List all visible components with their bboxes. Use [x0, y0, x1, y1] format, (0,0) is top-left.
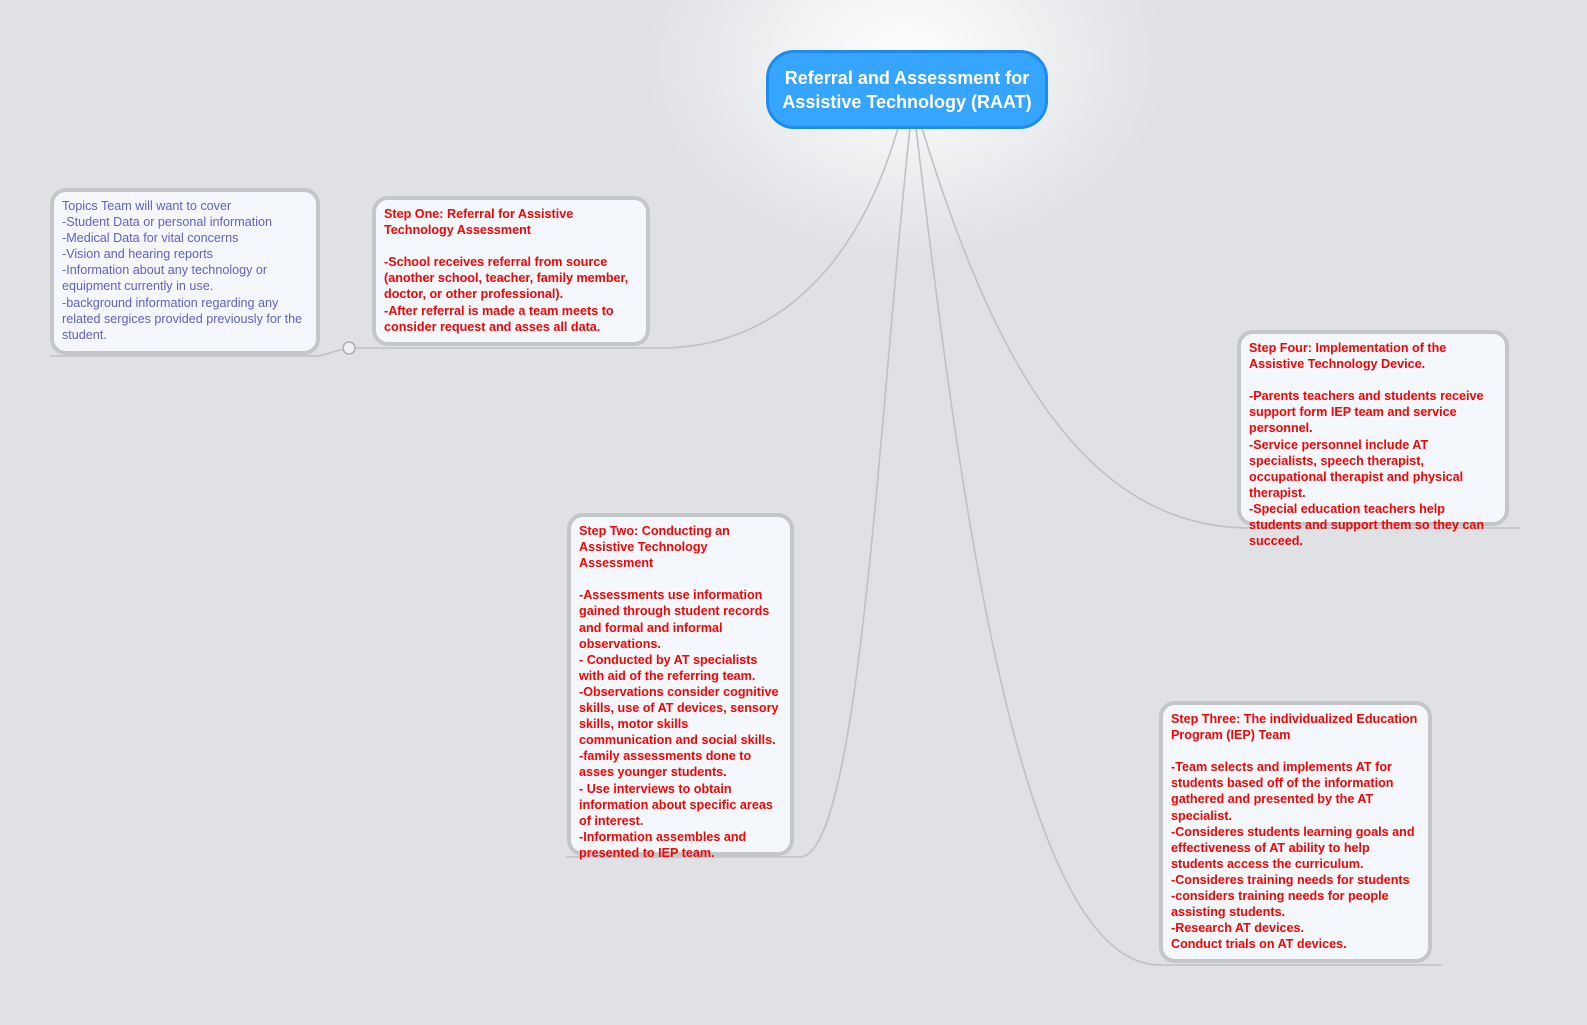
step-four-node[interactable]: Step Four: Implementation of the Assisti… [1237, 330, 1509, 548]
step-two-node[interactable]: Step Two: Conducting an Assistive Techno… [567, 513, 794, 860]
topics-node[interactable]: Topics Team will want to cover -Student … [50, 188, 320, 355]
link-root-step-four [921, 127, 1520, 529]
step-one-node[interactable]: Step One: Referral for Assistive Technol… [372, 196, 650, 346]
link-step-one-topics [50, 348, 345, 357]
link-root-step-two [566, 127, 911, 858]
link-root-step-one [355, 127, 899, 349]
collapse-handle [342, 341, 356, 355]
root-topic[interactable]: Referral and Assessment for Assistive Te… [766, 50, 1048, 129]
link-root-step-three [915, 127, 1442, 966]
step-three-node[interactable]: Step Three: The individualized Education… [1159, 701, 1432, 963]
